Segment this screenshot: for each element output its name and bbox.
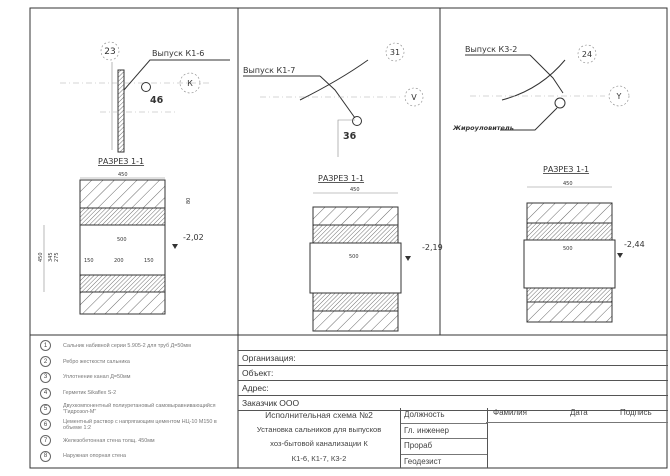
svg-text:450: 450 xyxy=(563,181,573,187)
object-field: Объект: xyxy=(238,366,668,381)
section-k1-7: 450 500 -2,19 xyxy=(309,187,443,332)
grid-mark-circle xyxy=(100,41,120,61)
legend-number: 2 xyxy=(40,356,51,368)
customer-field: Заказчик ООО xyxy=(238,396,668,411)
section-k1-6: 450 500 -2,02 450 345 275 150 200 150 80 xyxy=(38,172,204,315)
title-block: Организация: Объект: Адрес: Заказчик ООО… xyxy=(238,350,668,468)
outlet-label: Выпуск К1-7 xyxy=(243,66,295,75)
legend-item: 6 Цементный раствор с напрягающим цементо… xyxy=(40,417,236,433)
date-header: Дата xyxy=(570,408,588,417)
svg-text:275: 275 xyxy=(54,252,60,262)
role-item: Прораб xyxy=(401,439,487,455)
svg-text:450: 450 xyxy=(38,252,44,262)
roles-column: Должность Гл. инженер Прораб Геодезист xyxy=(400,408,488,468)
address-field: Адрес: xyxy=(238,381,668,396)
organization-field: Организация: xyxy=(238,350,668,366)
distance-label: 36 xyxy=(343,131,357,142)
grease-trap-label: Жироуловитель xyxy=(452,124,514,132)
legend-number: 1 xyxy=(40,340,51,352)
plan-k1-6: 23 Выпуск К1-6 46 К РАЗРЕЗ 1-1 xyxy=(60,41,230,166)
description-line: К1-6, К1-7, К3-2 xyxy=(291,453,347,463)
legend-item: 5 Двухкомпонентный полиуретановый самовыр… xyxy=(40,401,236,417)
sheet-frame xyxy=(29,7,668,469)
description-line: Исполнительная схема №2 xyxy=(265,410,373,420)
legend-number: 4 xyxy=(40,387,51,399)
outlet-label: Выпуск К3-2 xyxy=(465,45,517,54)
grid-mark: 23 xyxy=(104,47,115,57)
plan-k1-7: Выпуск К1-7 31 V 36 РАЗРЕЗ 1-1 xyxy=(243,42,424,183)
svg-text:150: 150 xyxy=(84,258,94,264)
legend-number: 7 xyxy=(40,435,51,447)
surname-header: Фамилия xyxy=(493,408,527,417)
svg-text:450: 450 xyxy=(118,172,128,178)
legend-number: 8 xyxy=(40,450,51,462)
legend-text: Герметик Sikaflex S-2 xyxy=(63,390,117,397)
legend-number: 5 xyxy=(40,403,51,415)
role-item: Геодезист xyxy=(404,456,442,466)
plan-k3-2: Выпуск К3-2 24 Y Жироуловитель РАЗРЕЗ 1-… xyxy=(452,44,630,174)
legend-item: 7 Железобетонная стена толщ. 450мм xyxy=(40,433,236,449)
legend-item: 4 Герметик Sikaflex S-2 xyxy=(40,385,236,401)
wall-plan xyxy=(117,69,125,153)
legend-text: Железобетонная стена толщ. 450мм xyxy=(63,437,155,444)
legend-text: Сальник набивной серии 5.905-2 для труб … xyxy=(63,342,191,349)
section-title: РАЗРЕЗ 1-1 xyxy=(98,157,144,166)
outlet-label: Выпуск К1-6 xyxy=(152,49,204,58)
section-title: РАЗРЕЗ 1-1 xyxy=(543,165,589,174)
svg-text:500: 500 xyxy=(563,246,573,252)
outlet-circle xyxy=(141,82,151,92)
legend-text: Уплотнение канал Д=50мм xyxy=(63,374,131,381)
description-line: Установка сальников для выпусков xyxy=(256,424,382,434)
legend-text: Ребро жесткости сальника xyxy=(63,358,130,365)
svg-text:Y: Y xyxy=(616,92,622,101)
svg-text:200: 200 xyxy=(114,258,124,264)
legend-item: 1 Сальник набивной серии 5.905-2 для труб… xyxy=(40,338,236,354)
section-title: РАЗРЕЗ 1-1 xyxy=(318,174,364,183)
legend-number: 3 xyxy=(40,371,51,383)
svg-text:345: 345 xyxy=(48,252,54,262)
description-line: хоз-бытовой канализации К xyxy=(270,439,368,448)
section-k3-2: 450 500 -2,44 xyxy=(523,181,645,323)
legend-text: Цементный раствор с напрягающим цементом… xyxy=(63,418,217,431)
level-mark: -2,44 xyxy=(624,240,645,249)
level-mark: -2,02 xyxy=(183,233,204,242)
legend-text: Наружная опорная стена xyxy=(63,453,126,460)
svg-text:К: К xyxy=(187,79,193,88)
svg-text:80: 80 xyxy=(186,198,192,204)
role-item: Гл. инженер xyxy=(401,424,487,439)
svg-text:V: V xyxy=(411,93,417,102)
legend-item: 8 Наружная опорная стена xyxy=(40,449,236,465)
legend-number: 6 xyxy=(40,419,51,431)
svg-text:500: 500 xyxy=(117,237,127,243)
legend-item: 2 Ребро жесткости сальника xyxy=(40,354,236,370)
svg-text:500: 500 xyxy=(349,254,359,260)
drawing-description: Исполнительная схема №2 Установка сальни… xyxy=(238,408,400,468)
legend-text: Двухкомпонентный полиуретановый самовыра… xyxy=(63,403,216,416)
svg-text:450: 450 xyxy=(350,187,360,193)
svg-text:150: 150 xyxy=(144,258,154,264)
level-mark: -2,19 xyxy=(422,243,443,252)
legend: 1 Сальник набивной серии 5.905-2 для труб… xyxy=(40,338,236,464)
signature-header: Подпись xyxy=(620,408,652,417)
role-header: Должность xyxy=(401,408,487,424)
svg-text:24: 24 xyxy=(582,50,592,59)
svg-text:31: 31 xyxy=(390,48,400,57)
legend-item: 3 Уплотнение канал Д=50мм xyxy=(40,370,236,386)
distance-label: 46 xyxy=(150,95,164,106)
